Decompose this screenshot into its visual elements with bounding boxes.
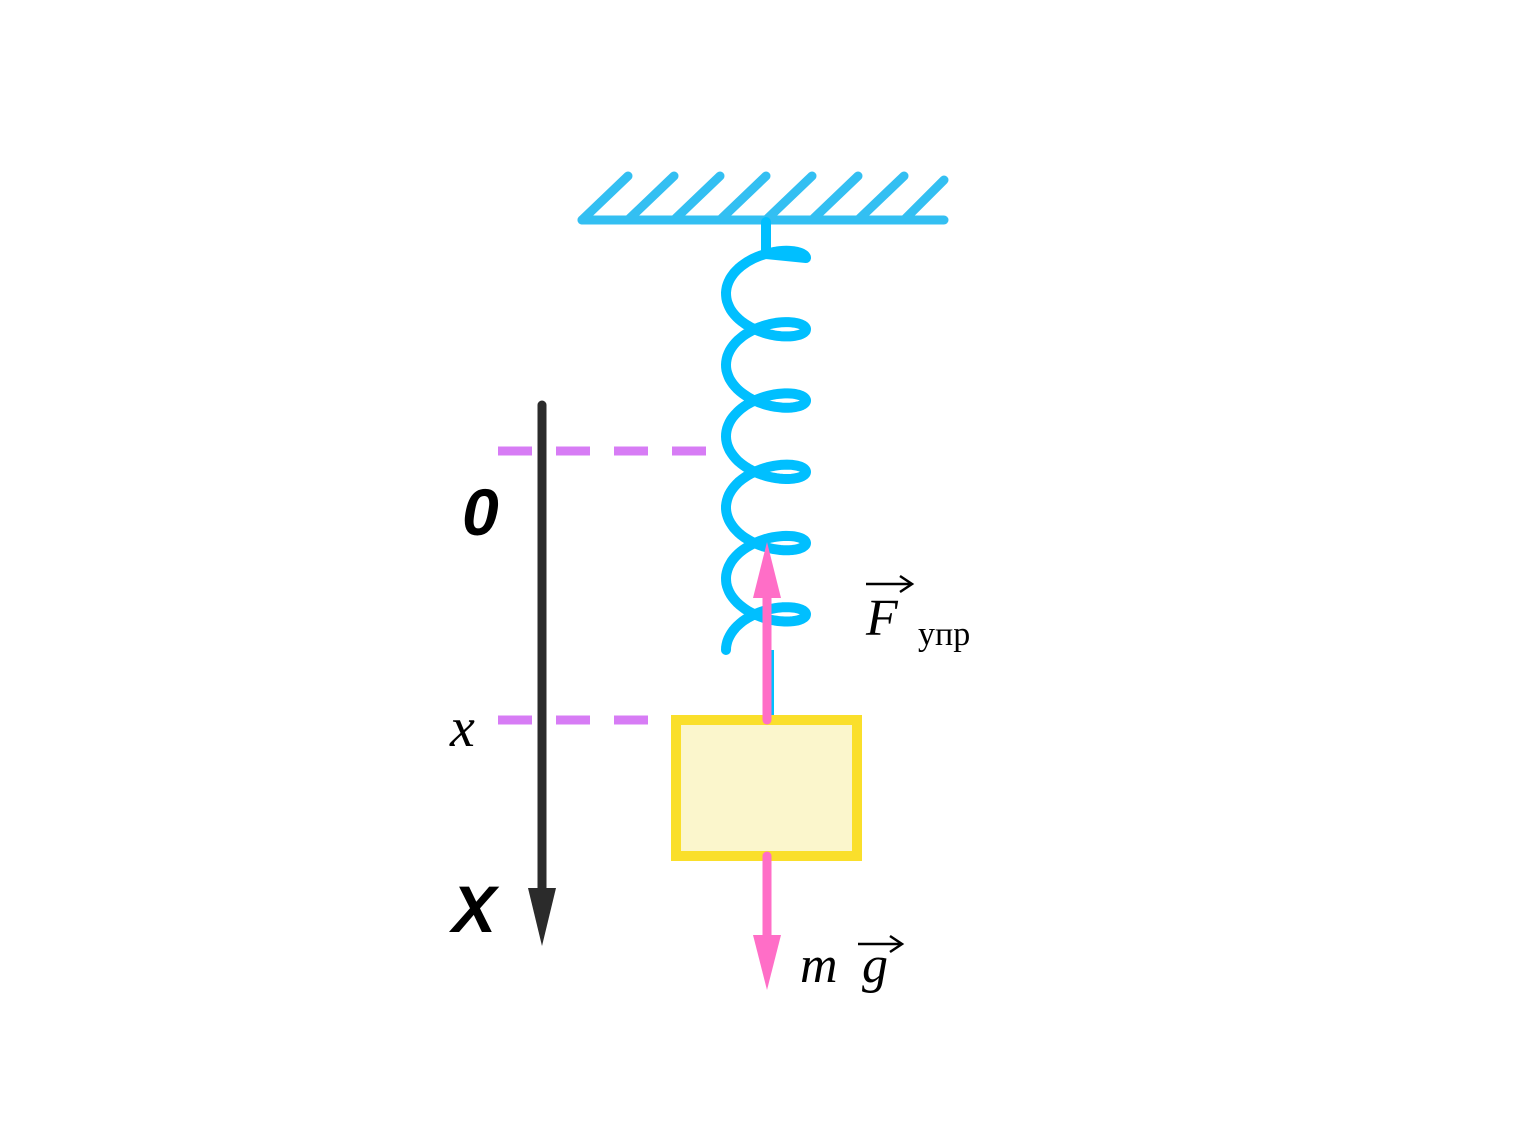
down-arrowhead-icon xyxy=(753,935,781,990)
x-axis xyxy=(528,400,556,946)
ceiling-icon xyxy=(577,171,949,225)
gravity-mass-symbol: m xyxy=(800,937,838,994)
up-arrowhead-icon xyxy=(753,542,781,598)
spring-force-symbol: F xyxy=(865,590,899,647)
axis-name-label: X xyxy=(448,872,500,946)
spring-force-label: F упр xyxy=(865,574,970,653)
spring-force-arrow xyxy=(753,542,781,725)
origin-label: 0 xyxy=(462,475,499,549)
gravity-accel-symbol: g xyxy=(862,937,888,994)
gravity-label: m g xyxy=(800,934,905,994)
gravity-force-arrow xyxy=(753,851,781,990)
spring-force-subscript: упр xyxy=(918,616,970,653)
position-label: x xyxy=(449,697,475,759)
spring-icon xyxy=(721,217,811,655)
axis-arrowhead-icon xyxy=(528,888,556,946)
mass-block xyxy=(671,715,862,861)
